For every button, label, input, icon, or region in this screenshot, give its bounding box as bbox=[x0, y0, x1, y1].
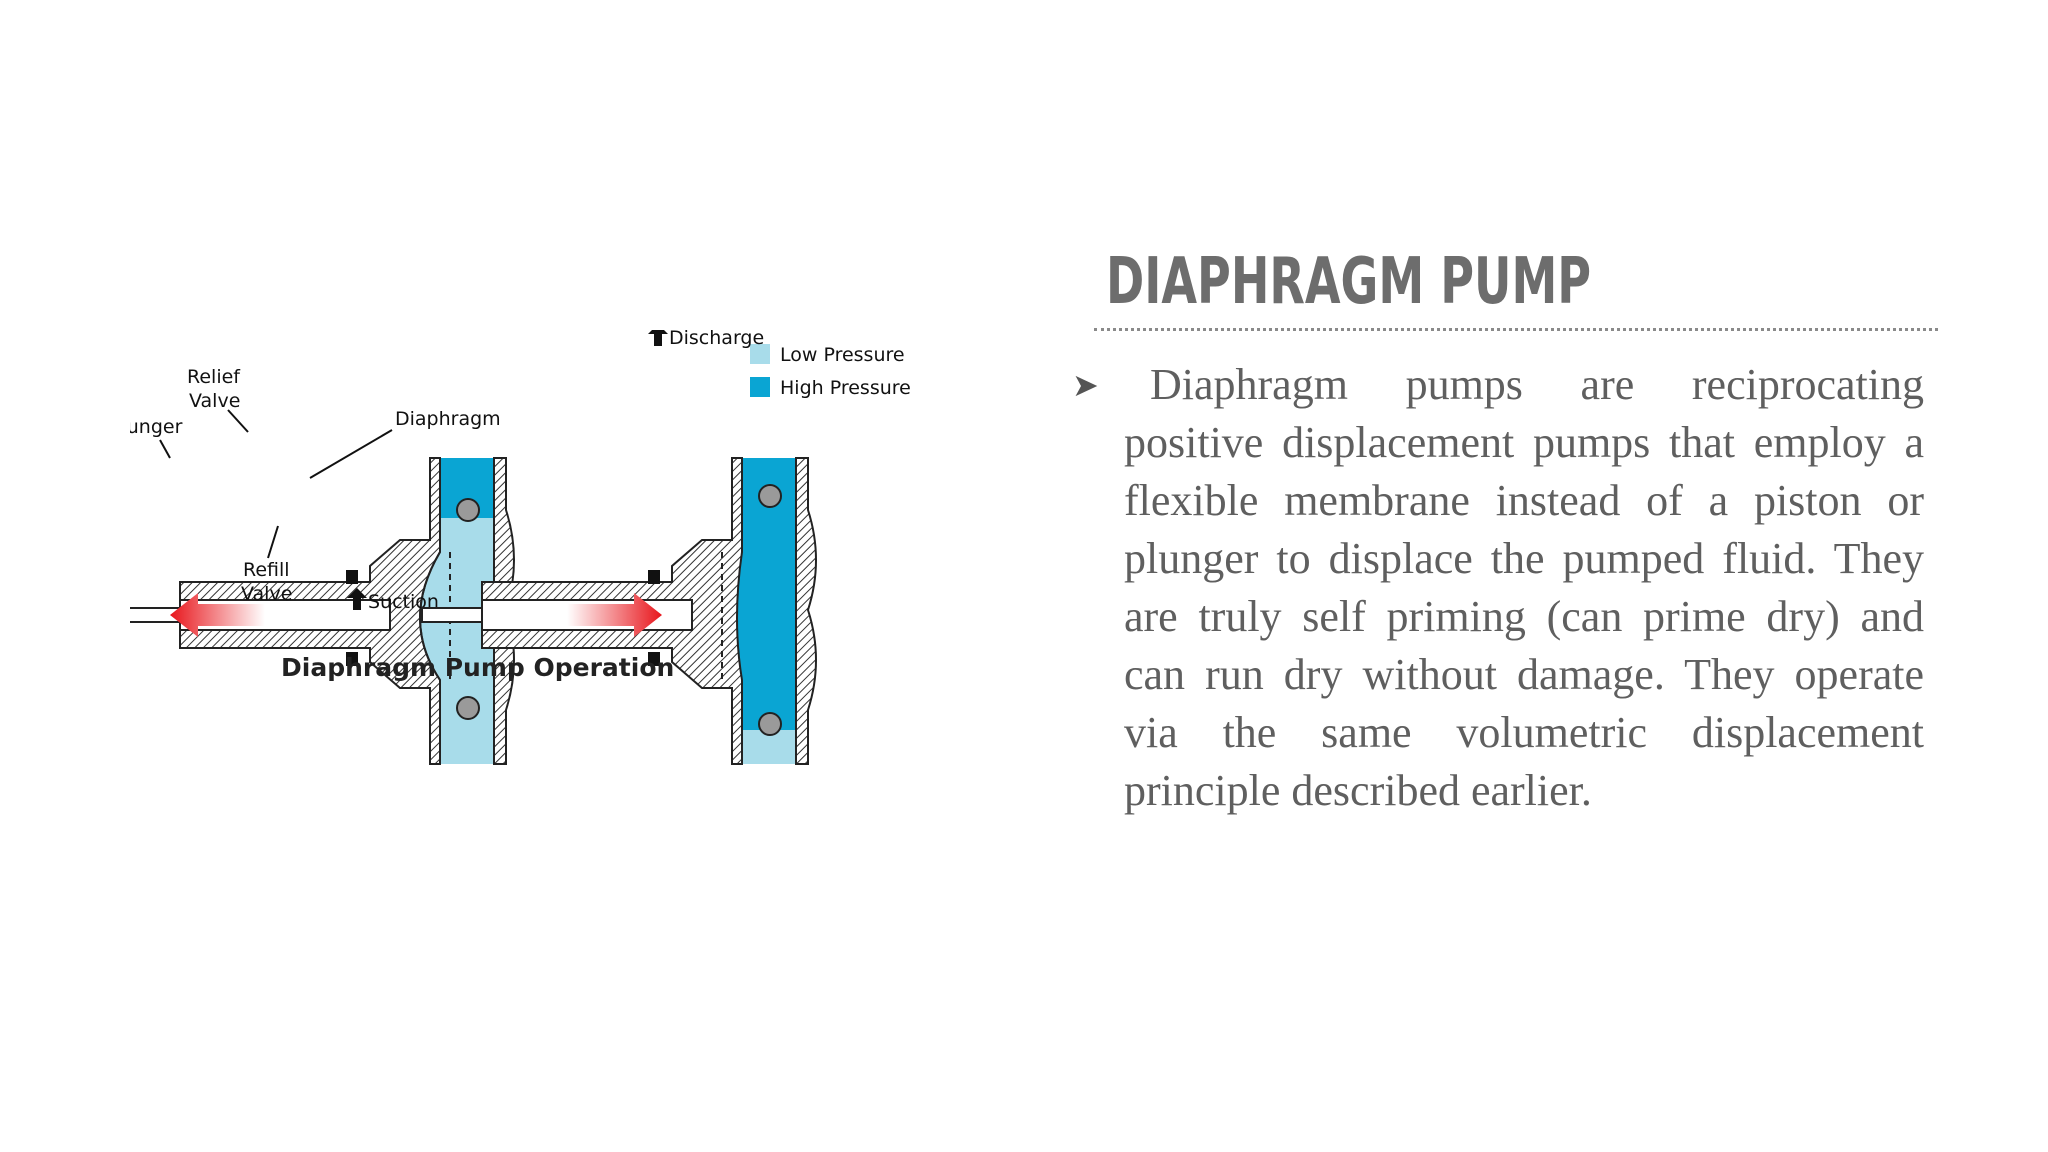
left-discharge-ball bbox=[456, 498, 480, 522]
legend-high-pressure-swatch bbox=[750, 377, 770, 397]
left-diaphragm bbox=[419, 551, 441, 681]
legend: Low Pressure High Pressure bbox=[750, 344, 911, 399]
right-pump-callouts: Discharge bbox=[648, 330, 764, 349]
right-pump-chamber-fluid bbox=[737, 458, 796, 730]
refill-valve-label-line2: Valve bbox=[241, 583, 292, 605]
discharge-arrow-icon bbox=[648, 330, 668, 346]
suction-arrow-icon bbox=[347, 588, 367, 610]
right-discharge-ball bbox=[758, 484, 782, 508]
right-relief-valve bbox=[648, 570, 660, 584]
diaphragm-leader bbox=[309, 429, 393, 479]
legend-low-pressure-label: Low Pressure bbox=[780, 344, 905, 366]
left-pump-callouts: Relief Valve Plunger Diaphragm Refill Va… bbox=[130, 366, 501, 613]
title-divider bbox=[1094, 328, 1938, 331]
diaphragm-pump-figure: Low Pressure High Pressure bbox=[130, 330, 1010, 890]
legend-low-pressure-swatch bbox=[750, 344, 770, 364]
relief-valve-label-line2: Valve bbox=[189, 390, 240, 412]
relief-valve-label-line1: Relief bbox=[187, 366, 241, 388]
right-pump bbox=[421, 457, 817, 765]
refill-valve-leader bbox=[267, 525, 279, 559]
right-plunger-rod bbox=[421, 607, 483, 623]
right-pump-outer-wall bbox=[795, 457, 817, 765]
bullet-body-text: Diaphragm pumps are reciprocating positi… bbox=[1124, 360, 1924, 815]
plunger-leader bbox=[159, 439, 171, 459]
left-relief-valve bbox=[346, 570, 358, 584]
refill-valve-label-line1: Refill bbox=[243, 559, 290, 581]
plunger-label: Plunger bbox=[130, 416, 183, 438]
diagram-canvas: Low Pressure High Pressure bbox=[130, 330, 911, 765]
right-suction-ball bbox=[758, 712, 782, 736]
left-plunger-arrow bbox=[170, 593, 265, 637]
bullet-arrow-icon: ➤ bbox=[1072, 366, 1099, 404]
right-refill-valve bbox=[648, 652, 660, 666]
slide-title: DIAPHRAGM PUMP bbox=[1106, 245, 1592, 319]
left-suction-ball bbox=[456, 696, 480, 720]
diaphragm-label: Diaphragm bbox=[395, 408, 501, 430]
relief-valve-leader bbox=[227, 409, 249, 433]
figure-caption: Diaphragm Pump Operation bbox=[281, 653, 674, 682]
right-plunger-arrow bbox=[567, 593, 662, 637]
left-refill-valve bbox=[346, 652, 358, 666]
legend-high-pressure-label: High Pressure bbox=[780, 377, 911, 399]
discharge-label: Discharge bbox=[669, 330, 764, 349]
left-pump bbox=[130, 457, 515, 765]
